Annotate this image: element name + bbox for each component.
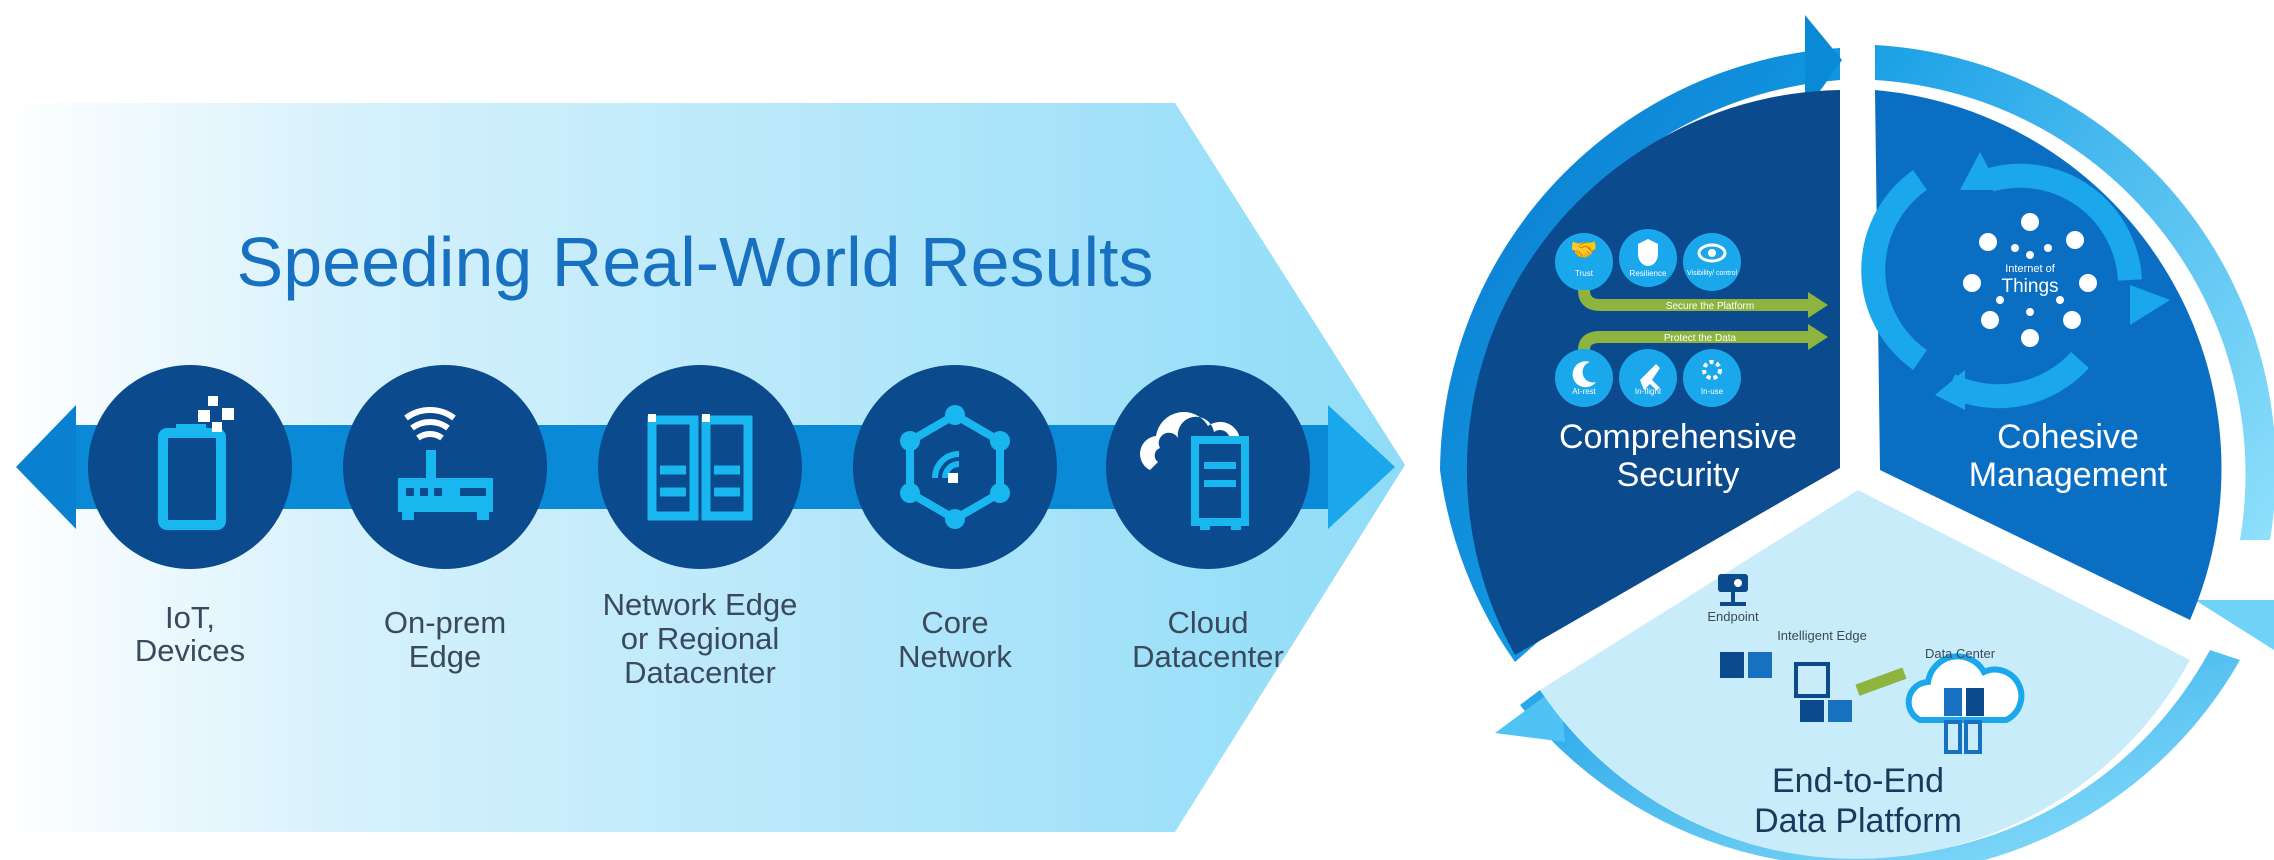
secure-platform-arrow: Secure the Platform: [1578, 289, 1828, 318]
badge-label: At-rest: [1572, 387, 1596, 396]
stage-circle: [598, 365, 802, 569]
management-title-line: Management: [1969, 456, 2168, 494]
in-use-badge: [1683, 349, 1741, 407]
security-sector: 🤝 Trust Resilience Visibility/ control S…: [1466, 90, 1840, 655]
moon-icon: [1572, 361, 1596, 388]
ring-arrowhead: [2195, 600, 2274, 650]
stage-on-prem-edge: On-prem Edge: [343, 365, 547, 674]
edge-chip-icons: [1720, 652, 1907, 722]
stage-label-line: Network: [898, 639, 1012, 674]
management-cycle-arrows: [1861, 163, 2142, 409]
banner-title: Speeding Real-World Results: [237, 223, 1154, 301]
security-title-line: Comprehensive: [1559, 418, 1797, 456]
data-platform-title-line: End-to-End: [1772, 762, 1944, 800]
management-sector: Internet of Things Cohesive Management: [1861, 90, 2222, 620]
arrow-label: Secure the Platform: [1666, 301, 1754, 312]
stage-label-line: or Regional: [621, 621, 780, 656]
data-center-cloud-icon: [1905, 653, 2025, 754]
speeding-banner: Speeding Real-World Results IoT, Devices: [0, 103, 1405, 832]
pixel-dots-icon: [198, 396, 234, 432]
stage-label-line: Core: [921, 605, 988, 640]
device-icon: [158, 424, 226, 530]
stage-iot-devices: IoT, Devices: [88, 365, 292, 668]
stage-core-network: Core Network: [853, 365, 1057, 674]
cycle-arrowhead: [2130, 285, 2170, 325]
iot-label-line: Things: [2001, 276, 2058, 297]
badge-label: Visibility/ control: [1687, 270, 1738, 277]
ring-arrowhead: [1805, 15, 1842, 112]
stage-cloud-datacenter: Cloud Datacenter: [1106, 365, 1310, 674]
stage-label-line: Devices: [135, 633, 245, 668]
badge-label: Trust: [1575, 269, 1594, 278]
iot-node-cluster: [1963, 213, 2097, 347]
cycle-arrowhead: [1935, 370, 1965, 410]
intelligent-edge-label: Intelligent Edge: [1777, 628, 1867, 643]
stage-label-line: Datacenter: [1132, 639, 1284, 674]
badge-label: In-use: [1701, 387, 1724, 396]
router-icon: [398, 407, 493, 520]
stage-label-line: IoT,: [165, 600, 215, 635]
data-platform-title-line: Data Platform: [1754, 802, 1962, 840]
stage-circle: [343, 365, 547, 569]
data-center-label: Data Center: [1925, 646, 1996, 661]
security-bottom-badges: At-rest In-flight In-use: [1555, 349, 1741, 407]
pillars-cycle: 🤝 Trust Resilience Visibility/ control S…: [1440, 15, 2274, 860]
badge-label: In-flight: [1635, 387, 1662, 396]
security-title-line: Security: [1617, 456, 1740, 494]
cloud-server-icon: [1140, 411, 1249, 530]
badge-label: Resilience: [1630, 269, 1667, 278]
trust-badge: [1555, 233, 1613, 291]
shield-icon: [1638, 239, 1658, 266]
cycle-arrowhead: [1960, 152, 2000, 190]
arrow-label: Protect the Data: [1664, 333, 1737, 344]
management-title-line: Cohesive: [1997, 418, 2139, 456]
stage-label-line: Network Edge: [603, 587, 798, 622]
security-top-badges: 🤝 Trust Resilience Visibility/ control: [1555, 229, 1741, 291]
airplane-icon: [1640, 364, 1660, 390]
gear-icon: [1702, 360, 1722, 380]
stage-label-line: Datacenter: [624, 655, 776, 690]
endpoint-camera-icon: [1718, 574, 1748, 606]
stage-network-edge: Network Edge or Regional Datacenter: [598, 365, 802, 690]
data-platform-sector: Endpoint Intelligent Edge Data Center En…: [1540, 490, 2190, 859]
network-hub-icon: [900, 405, 1010, 529]
stage-label-line: Edge: [409, 639, 481, 674]
endpoint-label: Endpoint: [1707, 609, 1759, 624]
handshake-icon: 🤝: [1570, 237, 1597, 262]
iot-label-line: Internet of: [2005, 263, 2055, 275]
stage-label-line: On-prem: [384, 605, 506, 640]
stage-label-line: Cloud: [1168, 605, 1249, 640]
server-rack-icon: [647, 415, 753, 521]
protect-data-arrow: Protect the Data: [1578, 324, 1828, 351]
stage-circle: [88, 365, 292, 569]
eye-icon: [1697, 243, 1727, 263]
